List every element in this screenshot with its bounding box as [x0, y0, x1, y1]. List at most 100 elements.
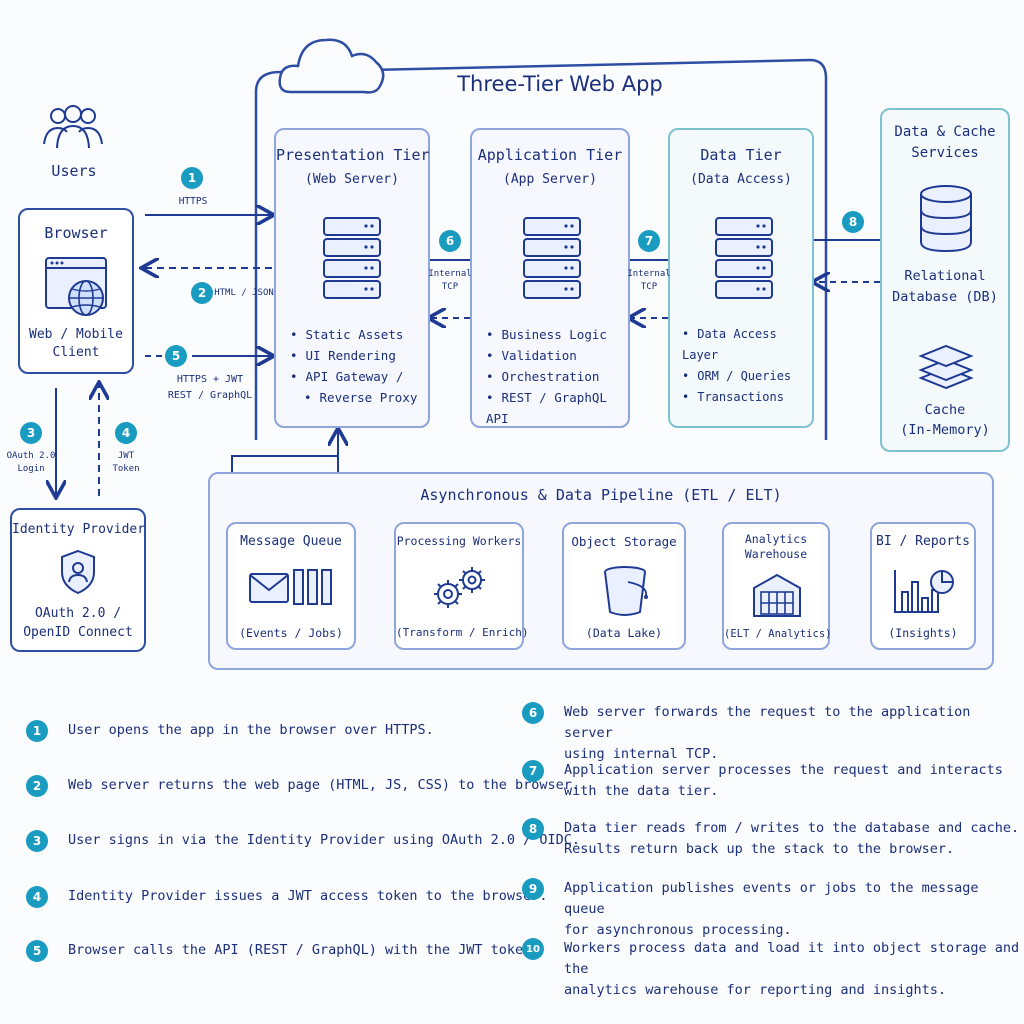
step-number: 5	[26, 940, 48, 962]
browser-subtitle: Web / Mobile Client	[29, 327, 123, 360]
presentation-tier-title: Presentation Tier	[276, 146, 430, 164]
bullet: Business Logic	[486, 324, 628, 345]
flow-label-3: OAuth 2.0 Login	[6, 451, 56, 474]
legend-step-3: 3 User signs in via the Identity Provide…	[26, 830, 580, 852]
legend-step-6: 6 Web server forwards the request to the…	[522, 702, 1024, 765]
browser-window-icon	[45, 257, 107, 316]
flow-badge-3: 3	[20, 422, 42, 444]
identity-provider-title: Identity Provider	[12, 522, 146, 537]
flow-badge-6: 6	[439, 230, 461, 252]
identity-provider-subtitle: OAuth 2.0 / OpenID Connect	[23, 606, 133, 640]
step-number: 2	[26, 775, 48, 797]
flow-badge-5: 5	[165, 345, 187, 367]
bullet-continuation: Reverse Proxy	[319, 390, 418, 405]
step-text: Browser calls the API (REST / GraphQL) w…	[68, 942, 540, 958]
data-tier[interactable]: Data Tier (Data Access) Data Access Laye…	[668, 128, 814, 428]
legend-step-8: 8 Data tier reads from / writes to the d…	[522, 818, 1019, 860]
stage-title: BI / Reports	[876, 534, 970, 549]
pipeline-stage-object-storage[interactable]: Object Storage (Data Lake)	[562, 522, 686, 650]
presentation-tier[interactable]: Presentation Tier (Web Server) Static As…	[274, 128, 430, 428]
flow-badge-2: 2	[191, 282, 213, 304]
step-number: 4	[26, 886, 48, 908]
pipeline-stage-analytics-warehouse[interactable]: Analytics Warehouse (ELT / Analytics)	[722, 522, 832, 650]
server-icon	[715, 217, 773, 299]
legend-step-5: 5 Browser calls the API (REST / GraphQL)…	[26, 940, 539, 962]
pipeline-stage-message-queue[interactable]: Message Queue (Events / Jobs)	[226, 522, 356, 650]
pipeline-stage-processing-workers[interactable]: Processing Workers (Transform / Enrich)	[394, 522, 529, 650]
flow-badge-1: 1	[181, 167, 203, 189]
legend-step-10: 10 Workers process data and load it into…	[522, 938, 1024, 1001]
bar-chart-icon	[894, 570, 954, 613]
step-number: 7	[522, 760, 544, 782]
presentation-tier-bullets: Static Assets UI Rendering API Gateway /…	[290, 324, 418, 408]
bullet: Static Assets	[290, 324, 417, 345]
legend-step-1: 1 User opens the app in the browser over…	[26, 720, 434, 742]
legend-step-7: 7 Application server processes the reque…	[522, 760, 1003, 802]
database-icon	[920, 185, 972, 253]
step-text: Identity Provider issues a JWT access to…	[68, 888, 548, 904]
step-text: Web server returns the web page (HTML, J…	[68, 777, 581, 793]
stage-title: Object Storage	[571, 534, 677, 549]
step-number: 8	[522, 818, 544, 840]
stage-title: Message Queue	[240, 534, 342, 549]
flow-label-4: JWT Token	[112, 451, 140, 474]
identity-provider-node[interactable]: Identity Provider OAuth 2.0 / OpenID Con…	[10, 508, 146, 652]
step-text: Workers process data and load it into ob…	[564, 940, 1020, 998]
browser-title: Browser	[44, 224, 108, 242]
flow-label-5: HTTPS + JWT REST / GraphQL	[167, 374, 253, 401]
data-cache-title: Data & Cache Services	[894, 124, 996, 161]
cache-layers-icon	[918, 344, 974, 390]
flow-badge-8: 8	[842, 211, 864, 233]
bullet: REST / GraphQL API	[486, 387, 628, 429]
server-icon	[323, 217, 381, 299]
users-icon	[43, 105, 103, 149]
flow-label-6: Internal TCP	[428, 269, 472, 292]
bullet: Data Access Layer	[682, 324, 812, 366]
diagram-title: Three-Tier Web App	[457, 72, 663, 96]
application-tier-subtitle: (App Server)	[503, 172, 597, 187]
bullet: Transactions	[682, 387, 812, 408]
step-number: 6	[522, 702, 544, 724]
stage-title: Analytics Warehouse	[744, 532, 808, 561]
shield-user-icon	[61, 549, 95, 595]
bullet: Reverse Proxy	[290, 387, 418, 408]
legend-step-2: 2 Web server returns the web page (HTML,…	[26, 775, 580, 797]
bullet: UI Rendering	[290, 345, 417, 366]
flow-label-7: Internal TCP	[627, 269, 671, 292]
database-label: Relational Database (DB)	[892, 268, 998, 305]
step-number: 3	[26, 830, 48, 852]
data-tier-bullets: Data Access Layer ORM / Queries Transact…	[682, 324, 812, 408]
application-tier[interactable]: Application Tier (App Server) Business L…	[470, 128, 630, 428]
envelope-queue-icon	[249, 569, 332, 605]
step-text: Data tier reads from / writes to the dat…	[564, 820, 1020, 857]
stage-caption: (Data Lake)	[585, 626, 663, 640]
pipeline-stage-bi-reports[interactable]: BI / Reports (Insights)	[870, 522, 976, 650]
bullet: ORM / Queries	[682, 366, 812, 387]
flow-label-1: HTTPS	[178, 196, 208, 207]
bullet: API Gateway /	[290, 366, 417, 387]
data-tier-subtitle: (Data Access)	[690, 172, 792, 187]
application-tier-title: Application Tier	[477, 146, 623, 164]
legend-step-4: 4 Identity Provider issues a JWT access …	[26, 886, 548, 908]
stage-caption: (Insights)	[888, 626, 958, 640]
bullet: Validation	[486, 345, 628, 366]
stage-title: Processing Workers	[396, 534, 522, 548]
cache-label: Cache (In-Memory)	[900, 402, 990, 438]
browser-node[interactable]: Browser Web / Mobile Client	[18, 208, 134, 374]
warehouse-icon	[753, 573, 801, 617]
step-text: Application server processes the request…	[564, 762, 1003, 799]
flow-label-2: HTML / JSON	[214, 288, 274, 298]
bullet: Orchestration	[486, 366, 628, 387]
flow-badge-7: 7	[638, 230, 660, 252]
application-tier-bullets: Business Logic Validation Orchestration …	[486, 324, 628, 429]
data-tier-title: Data Tier	[700, 146, 782, 164]
stage-caption: (Transform / Enrich)	[396, 626, 529, 639]
bucket-icon	[604, 566, 648, 616]
step-number: 10	[522, 938, 544, 960]
step-number: 9	[522, 878, 544, 900]
data-cache-services[interactable]: Data & Cache Services Relational Databas…	[880, 108, 1010, 452]
presentation-tier-subtitle: (Web Server)	[305, 172, 399, 187]
stage-caption: (ELT / Analytics)	[724, 628, 832, 640]
pipeline-title: Asynchronous & Data Pipeline (ETL / ELT)	[420, 486, 782, 504]
step-text: User signs in via the Identity Provider …	[68, 832, 581, 848]
